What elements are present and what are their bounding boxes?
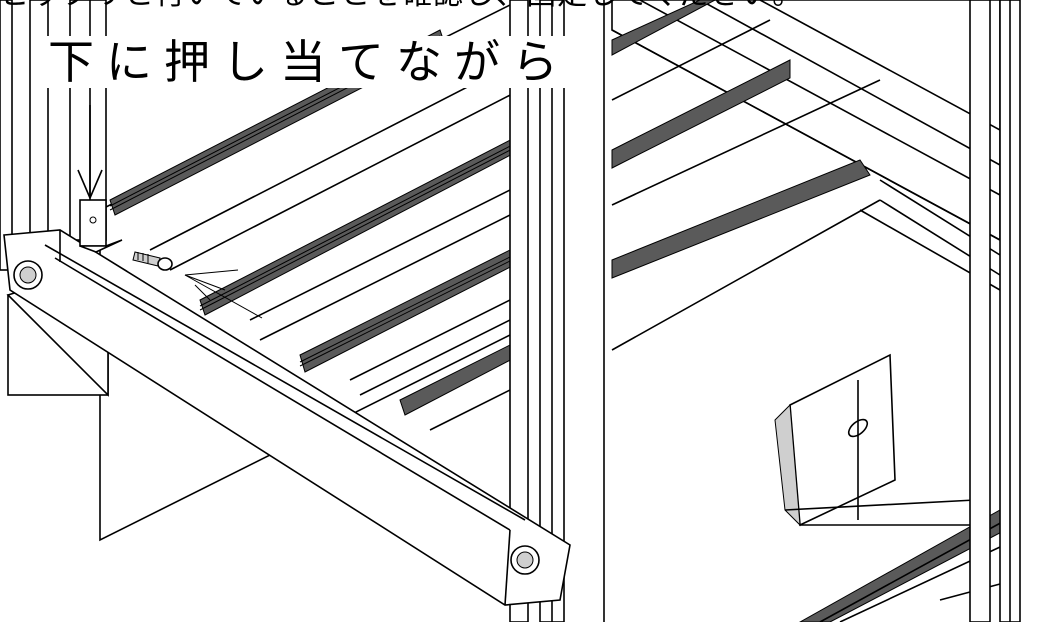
insertion-arrow	[184, 269, 263, 319]
l-bracket	[79, 199, 123, 253]
front-beam	[3, 229, 571, 606]
right-back-rails	[611, 0, 1001, 242]
hex-bolt-right	[510, 545, 540, 575]
instruction-label: 下に押し当てながら	[40, 36, 578, 88]
top-caption: ピッタリと付いていることを確認し、固定してください。	[0, 0, 1063, 12]
floor-bracket	[774, 353, 976, 527]
screw	[132, 251, 173, 271]
right-shelf-rails	[611, 0, 1016, 623]
down-arrow-icon	[77, 105, 103, 199]
hex-bolt-left	[13, 260, 43, 290]
